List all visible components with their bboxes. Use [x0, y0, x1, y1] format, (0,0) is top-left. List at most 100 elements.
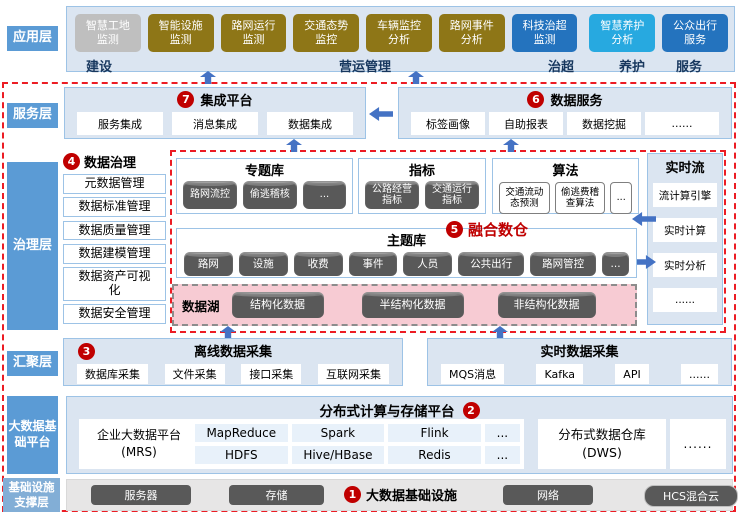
infrastructure-caption-text: 大数据基础设施 [366, 489, 458, 504]
data-service-title: 数据服务 [550, 94, 603, 109]
group-label-maintenance: 养护 [619, 60, 646, 75]
badge-3: 3 [78, 343, 95, 360]
infrastructure-strip: 服务器 存储 1 大数据基础设施 网络 HCS混合云 [66, 479, 738, 511]
badge-6: 6 [527, 91, 545, 108]
tag-portrait-item: 标签画像 [411, 112, 485, 135]
data-lake-title: 数据湖 [182, 298, 220, 314]
badge-7: 7 [177, 91, 195, 108]
data-governance-title: 数据治理 [84, 156, 137, 171]
server-button: 服务器 [91, 485, 191, 505]
data-integration-item: 数据集成 [267, 112, 353, 135]
kafka-item: Kafka [536, 364, 583, 384]
flink-cell: Flink [388, 424, 481, 442]
application-buttons-row: 智慧工地监测 智能设施监测 路网运行监测 交通态势监控 车辆监控分析 路网事件分… [75, 14, 729, 52]
dws-sub: (DWS) [582, 445, 622, 460]
mrs-sub: (MRS) [121, 445, 157, 459]
more-cylinder: ... [302, 181, 346, 209]
toll-evasion-cylinder: 偷逃稽核 [242, 181, 297, 209]
indicators-title: 指标 [408, 164, 435, 179]
internet-collect-item: 互联网采集 [317, 364, 389, 384]
fusion-warehouse-label: 5 融合数仓 [446, 219, 528, 240]
service-integration-item: 服务集成 [77, 112, 163, 135]
api-item: API [615, 364, 649, 384]
mqs-message-item: MQS消息 [441, 364, 505, 384]
realtime-stream-title: 实时流 [665, 161, 705, 176]
theme-library-title: 主题库 [386, 234, 426, 249]
layer-label-infrastructure: 基础设施支撑层 [3, 478, 60, 512]
dws-box: 分布式数据仓库 (DWS) [538, 419, 666, 469]
layer-label-application: 应用层 [7, 26, 58, 51]
data-asset-visual-item: 数据资产可视化 [63, 267, 166, 301]
app-button-facility-monitor: 智能设施监测 [147, 14, 214, 52]
thematic-library-box: 专题库 路网流控 偷逃稽核 ... [176, 158, 353, 214]
bigdata-platform-panel: 分布式计算与存储平台 2 企业大数据平台 (MRS) MapReduce Spa… [66, 396, 733, 474]
data-mining-item: 数据挖掘 [567, 112, 641, 135]
indicators-box: 指标 公路经营指标 交通运行指标 [358, 158, 486, 214]
platform-more-box: ...... [670, 419, 726, 469]
more-item: ...... [645, 112, 719, 135]
group-label-overload: 治超 [548, 60, 575, 75]
badge-2: 2 [462, 401, 480, 419]
message-integration-item: 消息集成 [172, 112, 258, 135]
offline-collection-box: 3 离线数据采集 数据库采集 文件采集 接口采集 互联网采集 [63, 338, 403, 386]
group-label-service: 服务 [676, 60, 703, 75]
personnel-cylinder: 人员 [403, 252, 453, 276]
semi-structured-data-cylinder: 半结构化数据 [361, 292, 464, 318]
data-governance-column: 4 数据治理 元数据管理 数据标准管理 数据质量管理 数据建模管理 数据资产可视… [63, 152, 166, 328]
data-quality-mgmt-item: 数据质量管理 [63, 220, 166, 241]
realtime-analysis-item: 实时分析 [653, 253, 717, 277]
app-button-maintenance: 智慧养护分析 [589, 14, 656, 52]
badge-1: 1 [344, 486, 361, 503]
unstructured-data-cylinder: 非结构化数据 [497, 292, 596, 318]
db-collect-item: 数据库采集 [77, 364, 148, 384]
structured-data-cylinder: 结构化数据 [231, 292, 324, 318]
mrs-box: 企业大数据平台 (MRS) MapReduce Spark Flink ... … [79, 419, 524, 469]
traffic-operation-indicator-cylinder: 交通运行指标 [425, 181, 479, 209]
layer-label-aggregation: 汇聚层 [7, 351, 58, 376]
app-button-event-analysis: 路网事件分析 [438, 14, 505, 52]
app-button-road-operation: 路网运行监测 [220, 14, 287, 52]
highway-operation-indicator-cylinder: 公路经营指标 [365, 181, 419, 209]
traffic-flow-prediction-item: 交通流动态预测 [499, 182, 550, 214]
app-button-vehicle-analysis: 车辆监控分析 [366, 14, 432, 52]
redis-cell: Redis [388, 446, 481, 464]
event-cylinder: 事件 [348, 252, 398, 276]
application-panel: 智慧工地监测 智能设施监测 路网运行监测 交通态势监控 车辆监控分析 路网事件分… [66, 6, 735, 75]
layer-label-service: 服务层 [7, 103, 58, 128]
group-label-construction: 建设 [86, 60, 113, 75]
app-button-traffic-situation: 交通态势监控 [293, 14, 360, 52]
distributed-platform-title: 分布式计算与存储平台 [319, 404, 455, 420]
data-service-box: 6 数据服务 标签画像 自助报表 数据挖掘 ...... [398, 87, 732, 139]
self-report-item: 自助报表 [489, 112, 563, 135]
storage-button: 存储 [229, 485, 324, 505]
roadnet-control-cylinder: 路网管控 [530, 252, 597, 276]
spark-cell: Spark [291, 424, 385, 442]
realtime-collection-box: 实时数据采集 MQS消息 Kafka API ...... [427, 338, 732, 386]
file-collect-item: 文件采集 [164, 364, 225, 384]
roadnet-cylinder: 路网 [184, 252, 233, 276]
more-cylinder: ... [602, 252, 629, 276]
integration-platform-box: 7 集成平台 服务集成 消息集成 数据集成 [64, 87, 366, 139]
more-item: ...... [681, 364, 718, 384]
data-security-mgmt-item: 数据安全管理 [63, 304, 166, 325]
offline-collection-title: 离线数据采集 [193, 345, 272, 360]
fusion-warehouse-dashed-border [170, 150, 726, 333]
data-lake-strip: 数据湖 结构化数据 半结构化数据 非结构化数据 [172, 284, 637, 326]
thematic-library-title: 专题库 [244, 164, 284, 179]
fusion-warehouse-title: 融合数仓 [468, 221, 529, 239]
data-modeling-mgmt-item: 数据建模管理 [63, 243, 166, 264]
app-button-overload-monitor: 科技治超监测 [511, 14, 578, 52]
outer-dashed-border [2, 82, 736, 512]
hcs-cloud-button: HCS混合云 [644, 485, 738, 507]
badge-5: 5 [446, 221, 463, 238]
metadata-mgmt-item: 元数据管理 [63, 174, 166, 194]
badge-4: 4 [63, 153, 80, 170]
integration-platform-title: 集成平台 [200, 94, 253, 109]
more-cell: ... [484, 424, 520, 442]
stream-engine-item: 流计算引擎 [653, 183, 717, 207]
more-item: ...... [653, 288, 717, 312]
layer-label-bigdata-platform: 大数据基础平台 [7, 396, 58, 474]
api-collect-item: 接口采集 [241, 364, 302, 384]
hive-hbase-cell: Hive/HBase [291, 446, 385, 464]
